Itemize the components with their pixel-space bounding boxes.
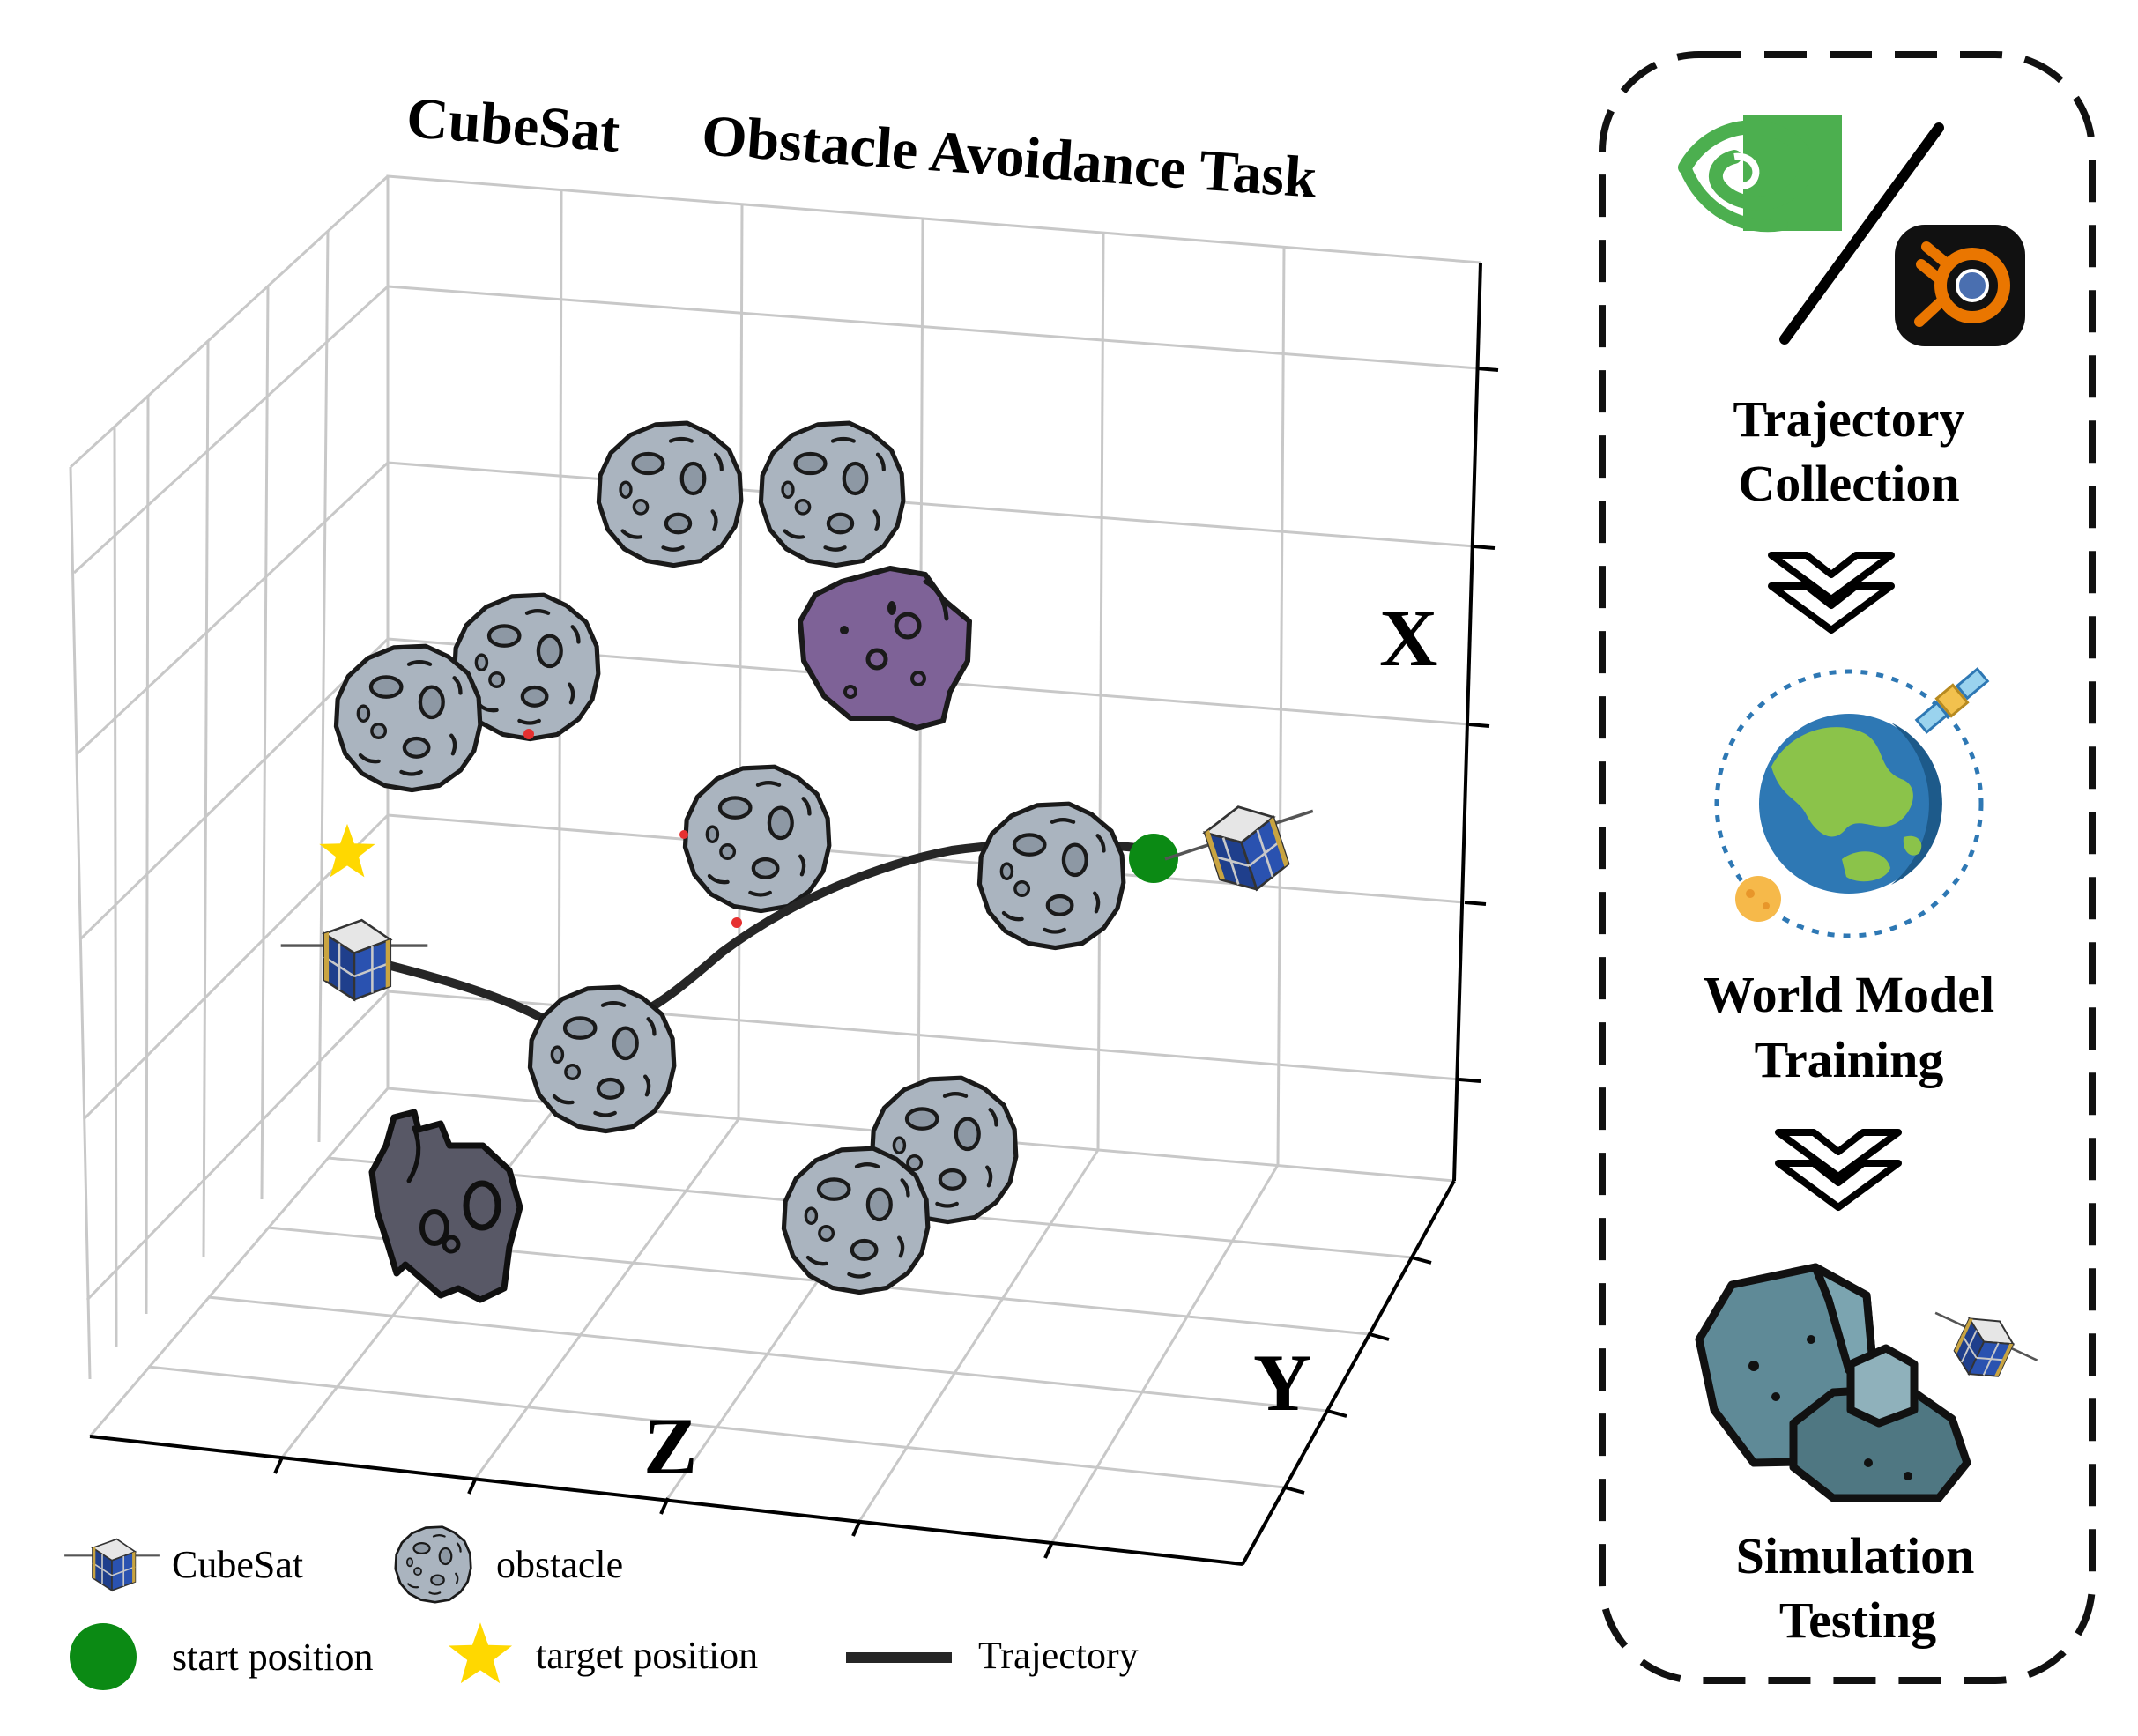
obstacle-asteroid [979, 804, 1123, 947]
start-marker-dot [1129, 834, 1178, 883]
target-marker-star-icon [319, 823, 375, 878]
axis-label-z: Z [643, 1401, 697, 1491]
obstacle-asteroid [336, 646, 479, 790]
legend-start-dot [70, 1623, 137, 1690]
plot-3d-grid [69, 174, 1482, 1565]
obstacle-asteroid [783, 1148, 927, 1292]
pipeline-step-2-line2: Training [1755, 1031, 1944, 1088]
red-sample-dot [731, 917, 742, 928]
pipeline-step-1-line1: Trajectory [1733, 390, 1965, 448]
red-sample-dot [679, 830, 688, 839]
obstacle-asteroid [685, 767, 828, 910]
legend-label-obstacle: obstacle [496, 1543, 623, 1586]
pipeline-step-3-line2: Testing [1779, 1591, 1936, 1649]
rocks-simulation-icon [1695, 1263, 1971, 1502]
legend-label-trajectory: Trajectory [978, 1634, 1139, 1677]
legend-label-target: target position [536, 1634, 758, 1677]
pipeline-step-2-line1: World Model [1704, 966, 1994, 1023]
obstacle-asteroid [761, 423, 903, 565]
y-axis-line [1241, 1180, 1456, 1565]
cubesat-at-start-icon [1157, 785, 1331, 913]
nvidia-logo-icon [1678, 115, 1842, 233]
obstacle-asteroid [530, 987, 673, 1131]
obstacle-dark-rock [368, 1109, 523, 1303]
chart-title-cubesat: CubeSat [405, 85, 622, 165]
double-chevron-down-icon [1768, 552, 1895, 634]
pipeline-panel-border [1599, 51, 2096, 1684]
legend-obstacle-icon [394, 1525, 472, 1604]
cubesat-at-target-icon [281, 920, 428, 999]
x-axis-line [1452, 262, 1482, 1182]
legend-target-star-icon [448, 1622, 513, 1684]
legend-cubesat-icon [63, 1538, 161, 1592]
pipeline-step-1-line2: Collection [1738, 455, 1959, 512]
double-chevron-down-icon [1775, 1129, 1902, 1211]
legend-label-start: start position [172, 1636, 374, 1679]
axis-label-y: Y [1253, 1338, 1311, 1428]
axis-label-x: X [1379, 593, 1437, 683]
legend: CubeSat obstacle start position target p… [63, 1525, 1139, 1690]
legend-label-cubesat: CubeSat [172, 1543, 303, 1586]
pipeline-step-3-line1: Simulation [1736, 1527, 1975, 1584]
simulation-cubesat-icon [1916, 1294, 2047, 1399]
obstacle-asteroid [598, 423, 741, 565]
red-sample-dot [523, 729, 534, 739]
slash-divider [1779, 122, 1944, 345]
chart-title-task: Obstacle Avoidance Task [700, 103, 1319, 211]
earth-orbit-icon [1714, 667, 1990, 938]
blender-logo-icon [1895, 225, 2025, 346]
plot-axes [89, 262, 1499, 1566]
obstacle-purple-asteroid [798, 566, 972, 731]
